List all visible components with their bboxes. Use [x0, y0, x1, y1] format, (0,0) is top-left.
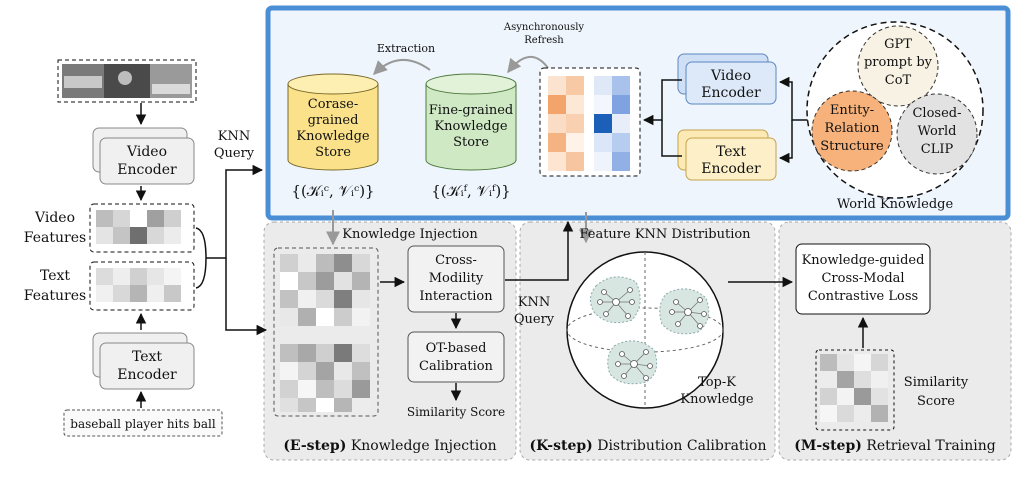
m-step-similarity-matrix	[815, 349, 895, 431]
video-features-grid	[89, 203, 195, 253]
encoder-to-matrix-arrow	[642, 79, 682, 126]
ks-video-encoder-label-2: Encoder	[701, 85, 761, 101]
to-e-step-arrow	[225, 258, 268, 336]
ot-calibration-box: OT-based Calibration	[407, 331, 505, 383]
m-step-similarity-1: Similarity	[904, 375, 969, 390]
left-knn-query-2: Query	[214, 146, 255, 161]
clip-label-2: World	[918, 124, 957, 139]
async-refresh-label-2: Refresh	[524, 35, 564, 46]
coarse-store-label-2: grained	[308, 113, 359, 128]
e-step-similarity-score: Similarity Score	[407, 405, 505, 419]
ks-video-encoder-label-1: Video	[710, 68, 751, 84]
knn-query-arrow	[206, 164, 264, 259]
cross-modality-label-3: Interaction	[419, 289, 493, 304]
left-text-encoder: Text Encoder	[92, 332, 195, 390]
cross-modality-box: Cross- Modility Interaction	[407, 245, 505, 313]
ot-label-1: OT-based	[426, 341, 487, 356]
knn-sphere	[566, 251, 724, 409]
features-brace	[195, 227, 207, 289]
loss-label-1: Knowledge-guided	[802, 253, 925, 268]
coarse-knowledge-store: Corase- grained Knowledge Store	[287, 73, 379, 171]
left-video-encoder: Video Encoder	[92, 127, 195, 185]
video-features-label-1: Video	[34, 210, 75, 226]
text-features-label-1: Text	[40, 268, 70, 284]
left-knn-query-1: KNN	[218, 129, 250, 144]
world-to-text-encoder-arrow	[778, 120, 793, 164]
topk-label-1: Top-K	[698, 375, 736, 390]
async-refresh-label-1: Asynchronously	[503, 22, 585, 33]
loss-label-3: Contrastive Loss	[808, 289, 918, 304]
left-text-encoder-label-1: Text	[132, 349, 162, 365]
coarse-store-label-3: Knowledge	[296, 129, 370, 144]
m-step-title: (M-step) Retrieval Training	[794, 438, 996, 454]
left-video-encoder-label-1: Video	[126, 144, 167, 160]
extraction-label: Extraction	[377, 42, 435, 55]
topk-label-2: Knowledge	[680, 392, 754, 407]
left-text-encoder-label-2: Encoder	[117, 367, 177, 383]
k-step-top-label: Feature KNN Distribution	[579, 227, 751, 242]
text-encoder-link	[661, 120, 682, 157]
coarse-formula: {(𝒦ᵢᶜ, 𝒱ᵢᶜ)}	[291, 182, 374, 200]
text-features-grid	[89, 261, 195, 311]
ks-text-encoder-label-2: Encoder	[701, 161, 761, 177]
fine-store-label-1: Fine-grained	[429, 103, 513, 118]
fine-store-label-2: Knowledge	[434, 119, 508, 134]
ks-video-encoder: Video Encoder	[677, 53, 777, 105]
knowledge-feature-matrix	[539, 67, 641, 177]
gpt-label-2: prompt by	[864, 55, 933, 70]
k-step-knn-query-1: KNN	[518, 295, 550, 310]
ot-label-2: Calibration	[419, 359, 494, 374]
e-step-top-label: Knowledge Injection	[342, 227, 478, 242]
loss-label-2: Cross-Modal	[821, 271, 904, 286]
left-video-encoder-label-2: Encoder	[117, 162, 177, 178]
k-step-knn-query-2: Query	[514, 312, 555, 327]
clip-label-1: Closed-	[912, 106, 961, 121]
k-step-title: (K-step) Distribution Calibration	[530, 438, 767, 454]
video-features-label-2: Features	[24, 230, 86, 246]
entity-label-3: Structure	[820, 139, 884, 154]
input-video-frames	[57, 59, 197, 103]
cross-to-kstep-arrow	[505, 220, 574, 281]
contrastive-loss-box: Knowledge-guided Cross-Modal Contrastive…	[795, 243, 931, 315]
e-step-matrix	[273, 247, 379, 417]
entity-relation-circle: Entity- Relation Structure	[811, 90, 893, 172]
coarse-store-label-4: Store	[315, 145, 351, 160]
gpt-prompt-circle: GPT prompt by CoT	[857, 25, 939, 107]
ks-text-encoder: Text Encoder	[677, 129, 777, 181]
async-refresh-arrow	[507, 56, 549, 74]
e-step-title: (E-step) Knowledge Injection	[283, 438, 496, 454]
fine-formula: {(𝒦ᵢᶠ, 𝒱ᵢᶠ)}	[431, 182, 510, 200]
clip-label-3: CLIP	[921, 142, 954, 157]
entity-label-1: Entity-	[830, 103, 874, 118]
fine-knowledge-store: Fine-grained Knowledge Store	[425, 73, 517, 171]
ks-text-encoder-label-1: Text	[716, 144, 746, 160]
cross-modality-label-2: Modility	[429, 271, 484, 286]
coarse-store-label-1: Corase-	[308, 97, 359, 112]
extraction-arrow	[373, 58, 431, 75]
caption-text: baseball player hits ball	[70, 417, 216, 431]
closed-world-clip-circle: Closed- World CLIP	[896, 93, 978, 175]
gpt-label-1: GPT	[884, 37, 912, 52]
world-to-video-encoder-arrow	[778, 76, 808, 121]
m-step-similarity-2: Score	[917, 394, 955, 409]
gpt-label-3: CoT	[885, 73, 912, 88]
fine-store-label-3: Store	[453, 135, 489, 150]
cross-modality-label-1: Cross-	[435, 253, 477, 268]
text-features-label-2: Features	[24, 288, 86, 304]
world-knowledge-label: World Knowledge	[837, 197, 954, 212]
entity-label-2: Relation	[825, 121, 881, 136]
caption-box	[63, 409, 223, 437]
